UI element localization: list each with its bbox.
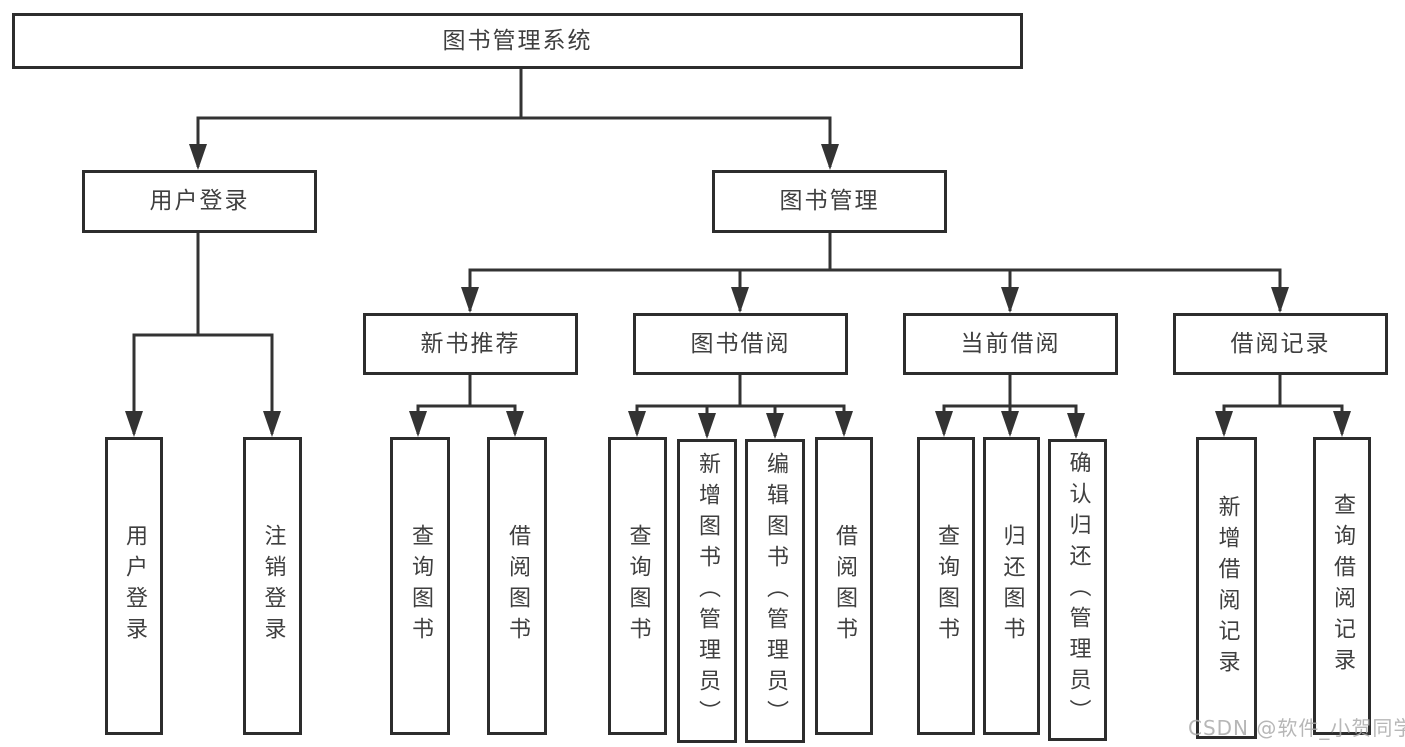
node-borrowing-records-label: 借阅记录 [1230,330,1331,357]
leaf-query-books-1-label: 查询图书 [408,524,433,648]
leaf-add-book-admin: 新增图书（管理员） [677,439,737,743]
node-root: 图书管理系统 [12,13,1023,69]
leaf-borrow-books-1: 借阅图书 [487,437,547,735]
leaf-add-borrow-record-label: 新增借阅记录 [1214,495,1240,681]
leaf-user-login-label: 用户登录 [122,524,147,648]
leaf-query-books-3-label: 查询图书 [934,524,959,648]
node-book-management-label: 图书管理 [779,188,880,214]
leaf-query-books-3: 查询图书 [917,437,975,735]
node-book-management: 图书管理 [712,170,947,233]
leaf-confirm-return-admin-label: 确认归还（管理员） [1065,450,1091,730]
leaf-query-borrow-record-label: 查询借阅记录 [1330,493,1355,679]
csdn-watermark: CSDN @软件_小贺同学 [1188,716,1405,740]
leaf-query-books-1: 查询图书 [390,437,450,735]
arrowheads [125,144,1351,439]
node-book-borrowing: 图书借阅 [633,313,848,375]
node-user-login: 用户登录 [82,170,317,233]
leaf-user-login: 用户登录 [105,437,163,735]
node-new-book-recommend: 新书推荐 [363,313,578,375]
leaf-query-books-2: 查询图书 [608,437,667,735]
leaf-confirm-return-admin: 确认归还（管理员） [1048,439,1107,741]
leaf-return-book-label: 归还图书 [999,524,1025,648]
node-root-label: 图书管理系统 [442,27,593,54]
leaf-borrow-books-2-label: 借阅图书 [832,524,857,648]
leaf-edit-book-admin: 编辑图书（管理员） [745,439,805,743]
node-current-borrowing: 当前借阅 [903,313,1118,375]
node-borrowing-records: 借阅记录 [1173,313,1388,375]
leaf-borrow-books-2: 借阅图书 [815,437,873,735]
node-current-borrowing-label: 当前借阅 [960,330,1061,357]
node-book-borrowing-label: 图书借阅 [690,330,791,357]
leaf-return-book: 归还图书 [983,437,1040,735]
leaf-logout: 注销登录 [243,437,302,735]
leaf-add-book-admin-label: 新增图书（管理员） [695,451,720,731]
leaf-add-borrow-record: 新增借阅记录 [1196,437,1257,739]
node-new-book-recommend-label: 新书推荐 [420,330,521,357]
leaf-query-books-2-label: 查询图书 [625,524,651,648]
leaf-edit-book-admin-label: 编辑图书（管理员） [763,451,788,731]
node-user-login-label: 用户登录 [149,188,250,214]
leaf-borrow-books-1-label: 借阅图书 [505,524,530,648]
leaf-logout-label: 注销登录 [260,524,286,648]
leaf-query-borrow-record: 查询借阅记录 [1313,437,1371,735]
